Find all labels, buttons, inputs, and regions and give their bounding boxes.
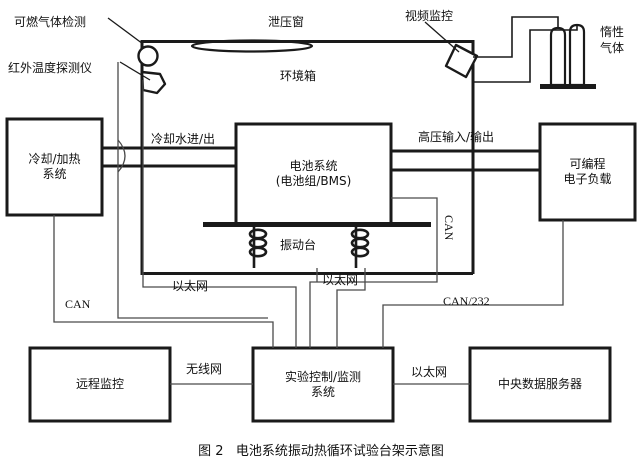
label-cooling-heating-box: 冷却/加热 系统 (28, 152, 81, 181)
label-inert-gas: 惰性 气体 (600, 25, 625, 55)
inert-gas-cylinders-icon (540, 23, 596, 89)
programmable-load-box (538, 122, 637, 222)
label-video-monitor: 视频监控 (405, 9, 454, 23)
label-gas-detector: 可燃气体检测 (14, 15, 87, 29)
ir-temp-probe-icon (140, 70, 167, 95)
label-programmable-load-box: 可编程 电子负载 (563, 157, 612, 186)
inert-gas-piping (473, 16, 578, 83)
cooling-heating-box (5, 117, 104, 217)
label-wireless: 无线网 (186, 362, 223, 376)
label-hv-in-out: 高压输入/输出 (418, 130, 495, 144)
label-vibration-table: 振动台 (280, 238, 317, 252)
gas-detector-icon (137, 45, 159, 67)
data-server-box (468, 346, 612, 423)
signal-wiring (53, 62, 564, 385)
label-battery-system-box: 电池系统 (电池组/BMS) (275, 159, 352, 188)
label-data-server-box: 中央数据服务器 (497, 377, 582, 391)
remote-monitor-box (28, 346, 172, 423)
pressure-relief-window-icon (190, 39, 314, 53)
label-ethernet-mid: 以太网 (322, 273, 359, 287)
coolant-pipes (102, 146, 236, 168)
label-can-left: CAN (65, 297, 91, 311)
figure-caption: 图 2 电池系统振动热循环试验台架示意图 (198, 444, 444, 459)
label-ethernet-left: 以太网 (172, 279, 209, 293)
pipe-crossing-jump (117, 139, 126, 173)
label-can-vertical: CAN (442, 215, 456, 241)
video-monitor-icon (444, 43, 479, 79)
label-pressure-relief-window: 泄压窗 (268, 15, 305, 29)
label-can-232: CAN/232 (443, 294, 490, 308)
environment-chamber-outline (140, 40, 475, 275)
vibration-table-icon (203, 222, 431, 268)
label-environment-chamber: 环境箱 (280, 69, 317, 83)
label-remote-monitor-box: 远程监控 (75, 377, 124, 391)
label-ir-temp-probe: 红外温度探测仪 (8, 61, 93, 75)
test-control-box (251, 346, 395, 423)
ir-probe-leader (119, 61, 151, 81)
gas-detector-leader (107, 17, 144, 45)
label-test-control-box: 实验控制/监测 系统 (284, 369, 362, 399)
label-ethernet-right: 以太网 (411, 365, 448, 379)
hv-cables (391, 149, 540, 172)
label-coolant-in-out: 冷却水进/出 (151, 132, 216, 146)
video-monitor-leader (424, 21, 460, 53)
